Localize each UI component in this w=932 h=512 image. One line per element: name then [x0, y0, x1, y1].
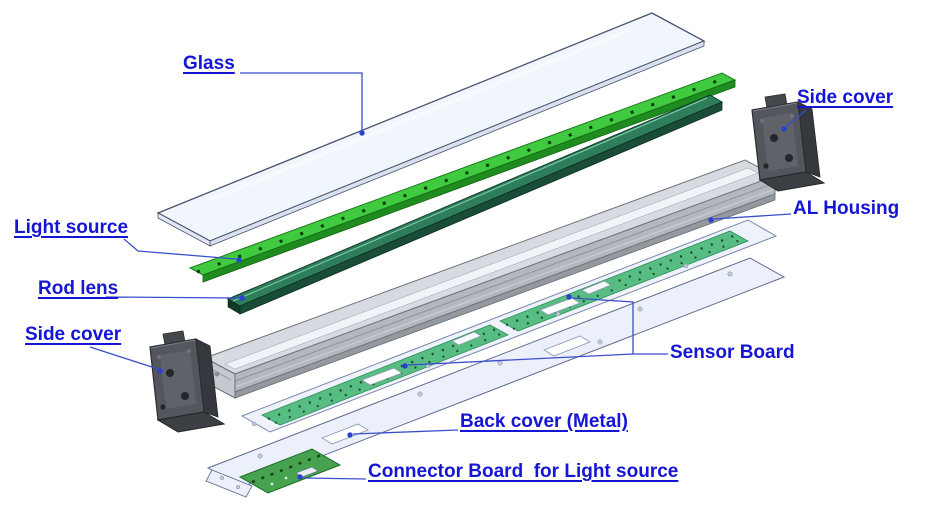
screw-hole	[770, 134, 778, 142]
rod-lens-leader-line	[105, 296, 240, 299]
solder-pad	[270, 482, 274, 486]
back-cover-tab	[205, 469, 253, 498]
glass-leader-line	[240, 72, 363, 130]
screw-hole	[257, 453, 263, 459]
cover-slot	[321, 423, 369, 445]
connector-board	[238, 448, 342, 494]
side-cover-right-leader-line	[785, 109, 807, 128]
screw-hole	[181, 392, 189, 400]
attachment-dot-side-cover-right	[781, 126, 787, 132]
screw-hole	[683, 263, 689, 269]
housing-ridge-dark	[234, 182, 776, 382]
label-side-cover-left: Side cover	[25, 324, 122, 345]
attachment-dot-back-cover	[347, 432, 353, 438]
attachment-dots	[157, 126, 787, 480]
label-side-cover-right: Side cover	[797, 87, 894, 108]
light-source-pcb	[188, 72, 737, 283]
connector-board-pcb	[238, 448, 342, 494]
rod-lens-highlight	[232, 97, 708, 302]
side-cover-left-leader-line	[89, 346, 159, 370]
attachment-dot-sensor-board-1	[566, 294, 572, 300]
screw-hole	[497, 360, 503, 366]
component-row	[251, 452, 325, 484]
side-cover-left	[149, 330, 226, 433]
label-light-source: Light source	[14, 217, 129, 238]
attachment-dot-rod-lens	[239, 295, 245, 301]
connector-board-leader-line	[302, 477, 367, 480]
connector-pad	[581, 280, 612, 295]
label-al-housing: AL Housing	[793, 198, 900, 219]
attachment-dot-side-cover-left	[157, 368, 163, 374]
side-cover-left-foot	[156, 411, 226, 433]
back-cover-leader-line	[352, 429, 459, 435]
label-connector-board: Connector Board for Light source	[368, 461, 679, 482]
screw-hole	[251, 421, 257, 427]
screw-hole	[727, 271, 733, 277]
attachment-dot-glass	[359, 130, 365, 136]
boss-bump	[187, 349, 191, 353]
glass-end-edge	[157, 212, 211, 247]
label-glass: Glass	[183, 53, 235, 74]
rod-lens-endcap	[227, 298, 241, 315]
sensor-board-leader-line	[571, 297, 668, 355]
light-source-front	[202, 79, 736, 283]
sensor-board	[240, 219, 778, 433]
attachment-dot-al-housing	[708, 217, 714, 223]
screw-hole	[597, 339, 603, 345]
al-housing	[203, 159, 777, 399]
attachment-dot-connector-board	[297, 474, 303, 480]
screw-hole	[417, 391, 423, 397]
board-slot	[361, 367, 403, 386]
boss-bump	[760, 119, 764, 123]
screw-hole	[166, 369, 174, 377]
label-rod-lens: Rod lens	[38, 278, 119, 299]
housing-channel	[224, 167, 759, 370]
leader-lines	[89, 72, 807, 480]
side-cover-right	[751, 93, 826, 192]
sensor-board-leader-line-2	[407, 353, 634, 366]
connector-pad	[451, 331, 482, 346]
screw-hole	[555, 311, 561, 317]
screw-hole	[219, 475, 225, 481]
side-cover-left-highlight	[150, 339, 196, 349]
light-source-leader-line	[123, 238, 237, 260]
side-cover-right-highlight	[752, 102, 798, 112]
solder-pad	[284, 476, 288, 480]
al-housing-leader-line	[713, 213, 792, 220]
housing-endcap-hole	[214, 371, 220, 377]
label-sensor-board: Sensor Board	[670, 342, 795, 363]
side-cover-right-foot	[758, 171, 826, 192]
back-cover	[205, 257, 786, 498]
screw-hole	[763, 163, 769, 169]
side-cover-left-recess	[160, 350, 196, 409]
boss-bump	[790, 114, 794, 118]
screw-hole	[785, 154, 793, 162]
screw-hole	[235, 484, 241, 490]
cover-slot	[543, 335, 591, 357]
boss-bump	[157, 355, 161, 359]
glass-reflection	[209, 28, 631, 202]
screw-hole	[637, 306, 643, 312]
attachment-dot-light-source	[236, 257, 242, 263]
board-slot	[539, 297, 581, 316]
housing-ridge-light	[234, 188, 776, 388]
rod-lens-bar	[226, 94, 724, 315]
attachment-dot-sensor-board-2	[402, 363, 408, 369]
label-back-cover: Back cover (Metal)	[460, 411, 628, 432]
glass-panel	[156, 12, 706, 247]
screw-hole	[160, 404, 166, 410]
